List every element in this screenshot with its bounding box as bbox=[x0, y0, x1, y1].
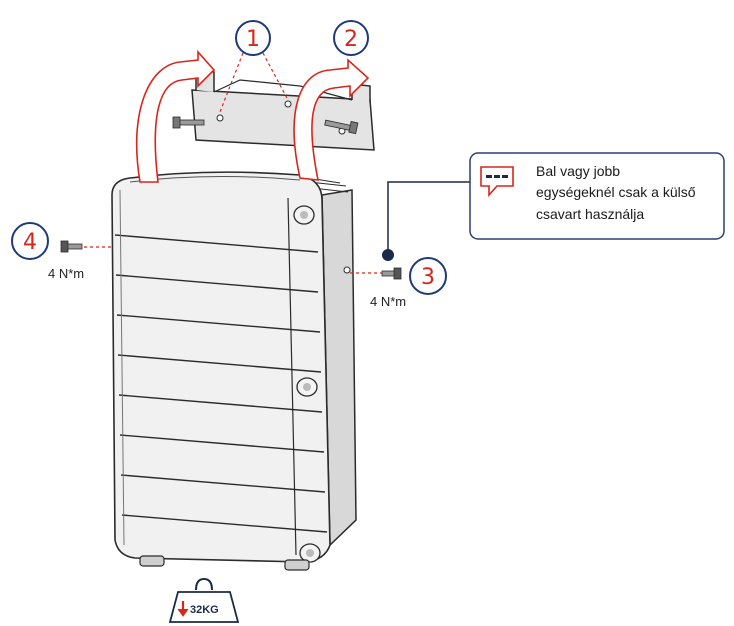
bracket-screw-right bbox=[324, 119, 359, 135]
step-1-marker: 1 bbox=[235, 20, 271, 56]
weight-icon: 32KG bbox=[168, 577, 240, 623]
torque-label-left: 4 N*m bbox=[48, 266, 84, 281]
step-2-marker: 2 bbox=[333, 20, 369, 56]
step-2-label: 2 bbox=[344, 27, 358, 52]
weight-label: 32KG bbox=[190, 604, 219, 616]
note-line-1: Bal vagy jobb bbox=[536, 163, 620, 179]
hanging-arrow-right bbox=[293, 58, 370, 181]
step-4-marker: 4 bbox=[11, 222, 49, 260]
step-3-label: 3 bbox=[421, 265, 435, 290]
inverter-unit bbox=[111, 171, 357, 571]
comment-icon bbox=[480, 166, 514, 198]
step-1-leader bbox=[219, 52, 289, 113]
note-callout: Bal vagy jobb egységeknél csak a külső c… bbox=[469, 152, 725, 240]
torque-label-right: 4 N*m bbox=[370, 294, 406, 309]
step-3-marker: 3 bbox=[409, 257, 447, 295]
bracket-screw-left bbox=[172, 116, 205, 129]
note-connector bbox=[382, 181, 470, 261]
screw-3 bbox=[350, 267, 402, 280]
note-line-2: egységeknél csak a külső bbox=[536, 184, 696, 200]
note-line-3: csavart használja bbox=[536, 206, 644, 222]
step-4-label: 4 bbox=[23, 230, 37, 255]
hanging-arrow-left bbox=[135, 49, 216, 183]
step-1-label: 1 bbox=[246, 27, 260, 52]
screw-4 bbox=[60, 240, 114, 253]
